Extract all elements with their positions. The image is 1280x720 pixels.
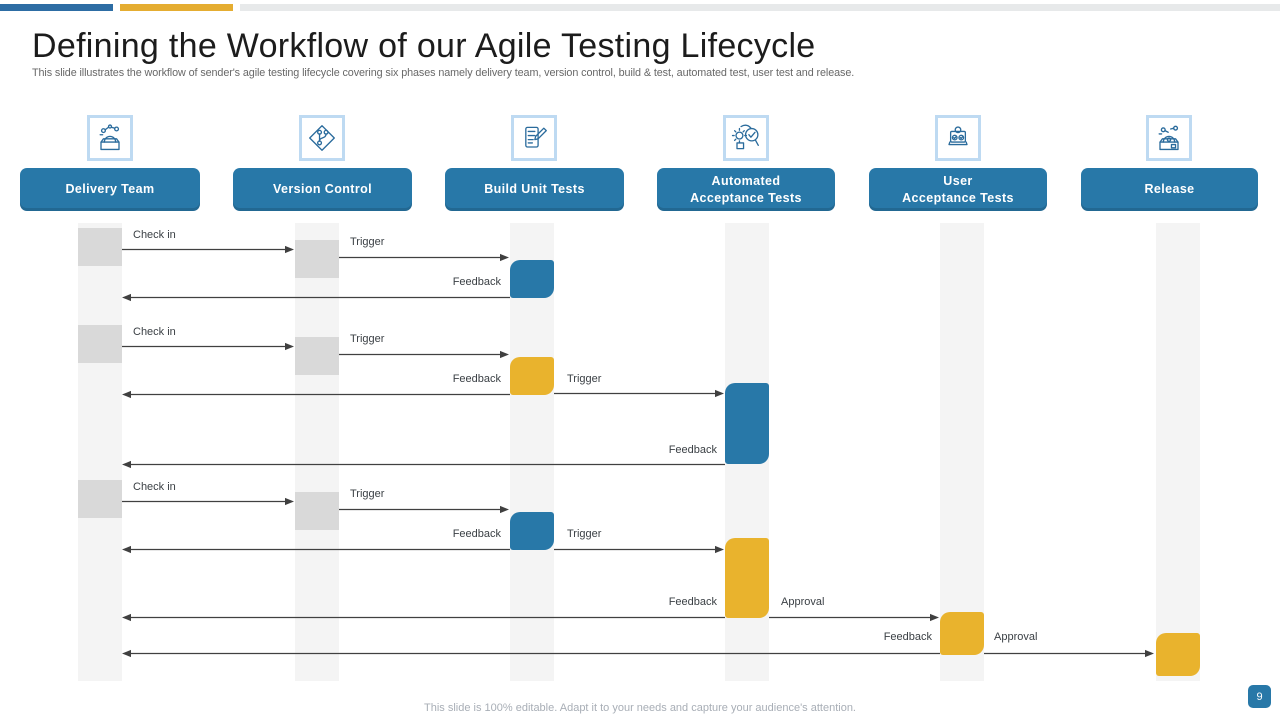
arrow-label-feedback: Feedback — [452, 373, 501, 385]
arrowhead — [122, 293, 131, 302]
arrow-label-trigger: Trigger — [350, 488, 385, 500]
arrow-label-check-in: Check in — [133, 481, 176, 493]
arrowhead — [122, 649, 131, 658]
arrow-label-trigger: Trigger — [350, 333, 385, 345]
arrowhead — [715, 545, 724, 554]
arrowhead — [500, 505, 509, 514]
page-number-badge: 9 — [1248, 685, 1271, 708]
activation-box-gray — [78, 480, 122, 518]
user-acceptance-tests-icon — [935, 115, 981, 161]
arrowhead — [500, 350, 509, 359]
activation-box-gray — [78, 325, 122, 363]
phase-button-version-control: Version Control — [233, 168, 412, 211]
lifeline-user-acceptance-tests — [940, 223, 984, 681]
arrow-label-feedback: Feedback — [668, 596, 717, 608]
arrowhead — [285, 245, 294, 254]
activation-box-yellow — [510, 357, 554, 395]
arrow-label-trigger: Trigger — [567, 373, 602, 385]
phase-button-build-unit-tests: Build Unit Tests — [445, 168, 624, 211]
phase-button-automated-acceptance-tests: Automated Acceptance Tests — [657, 168, 835, 211]
arrow-label-trigger: Trigger — [350, 236, 385, 248]
topbar-blue-segment — [0, 4, 113, 11]
arrow-label-feedback: Feedback — [668, 444, 717, 456]
activation-box-yellow — [940, 612, 984, 655]
activation-box-gray — [295, 337, 339, 375]
arrow-label-approval: Approval — [781, 596, 825, 608]
arrowhead — [122, 545, 131, 554]
arrowhead — [500, 253, 509, 262]
arrow-label-feedback: Feedback — [883, 631, 932, 643]
page-subtitle: This slide illustrates the workflow of s… — [32, 67, 855, 79]
arrowhead — [285, 497, 294, 506]
page-title: Defining the Workflow of our Agile Testi… — [32, 27, 816, 65]
phase-button-user-acceptance-tests: User Acceptance Tests — [869, 168, 1047, 211]
arrowhead — [122, 613, 131, 622]
arrowhead — [1145, 649, 1154, 658]
activation-box-blue — [510, 260, 554, 298]
activation-box-blue — [510, 512, 554, 550]
phase-button-release: Release — [1081, 168, 1258, 211]
lifeline-version-control — [295, 223, 339, 681]
activation-box-gray — [78, 228, 122, 266]
delivery-team-icon — [87, 115, 133, 161]
arrow-label-trigger: Trigger — [567, 528, 602, 540]
lifeline-build-unit-tests — [510, 223, 554, 681]
lifeline-delivery-team — [78, 223, 122, 681]
arrowhead — [715, 389, 724, 398]
lifeline-release — [1156, 223, 1200, 681]
arrow-label-check-in: Check in — [133, 229, 176, 241]
arrow-label-check-in: Check in — [133, 326, 176, 338]
build-unit-tests-icon — [511, 115, 557, 161]
topbar-yellow-segment — [120, 4, 233, 11]
activation-box-yellow — [1156, 633, 1200, 676]
arrowhead — [122, 460, 131, 469]
footer-note: This slide is 100% editable. Adapt it to… — [424, 702, 856, 714]
version-control-icon — [299, 115, 345, 161]
activation-box-blue — [725, 383, 769, 464]
arrow-label-feedback: Feedback — [452, 528, 501, 540]
arrowhead — [285, 342, 294, 351]
arrow-label-feedback: Feedback — [452, 276, 501, 288]
arrowhead — [930, 613, 939, 622]
activation-box-gray — [295, 240, 339, 278]
automated-acceptance-tests-icon — [723, 115, 769, 161]
arrowhead — [122, 390, 131, 399]
activation-box-yellow — [725, 538, 769, 618]
arrow-label-approval: Approval — [994, 631, 1038, 643]
activation-box-gray — [295, 492, 339, 530]
phase-button-delivery-team: Delivery Team — [20, 168, 200, 211]
topbar-gray-segment — [240, 4, 1280, 11]
release-icon — [1146, 115, 1192, 161]
